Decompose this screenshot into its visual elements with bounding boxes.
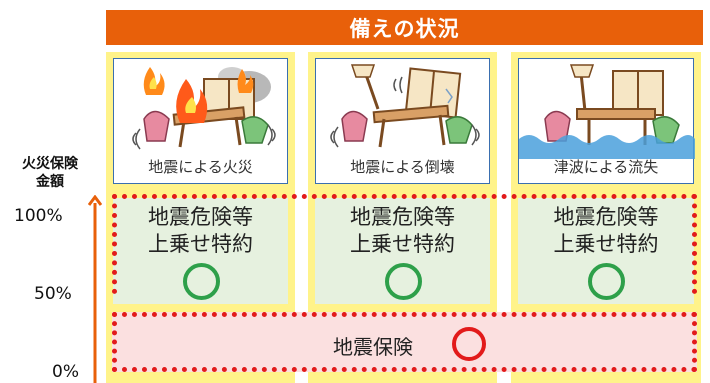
special-coverage-fire: 地震危険等 上乗せ特約 [113,198,288,304]
y-axis-label: 火災保険 金額 [10,155,90,191]
y-axis-label-line1: 火災保険 [22,156,78,172]
fire-furniture-icon [132,67,276,150]
tick-100: 100% [14,206,63,226]
y-axis-label-line2: 金額 [36,174,64,190]
flooded-furniture-icon [519,64,695,159]
earthquake-insurance-label: 地震保険 [333,335,413,359]
tick-50: 50% [34,284,72,304]
special-coverage-title: 地震危険等 上乗せ特約 [315,204,490,258]
covered-mark-icon [588,263,625,300]
covered-mark-red-icon [452,327,486,361]
special-title-line1: 地震危険等 [350,205,455,229]
special-coverage-outline [112,194,697,294]
tick-0: 0% [52,362,79,382]
scenario-label-tsunami: 津波による流失 [553,158,659,176]
special-title-line1: 地震危険等 [553,205,659,229]
earthquake-insurance-band: 地震保険 [112,312,697,372]
scenario-card-collapse: 地震による倒壊 [315,58,490,184]
special-coverage-collapse: 地震危険等 上乗せ特約 [315,198,490,304]
column-fire: 地震による火災 地震危険等 上乗せ特約 [106,52,295,383]
scenario-label-collapse: 地震による倒壊 [350,158,455,176]
special-coverage-title: 地震危険等 上乗せ特約 [113,204,288,258]
special-coverage-title: 地震危険等 上乗せ特約 [518,204,694,258]
special-title-line2: 上乗せ特約 [553,232,659,256]
y-axis-arrow [88,195,102,383]
scenario-label-fire: 地震による火災 [148,158,253,176]
collapsed-furniture-icon [330,64,480,148]
scenario-card-fire: 地震による火災 [113,58,288,184]
scenario-card-tsunami: 津波による流失 [518,58,695,184]
covered-mark-icon [182,263,220,300]
special-title-line2: 上乗せ特約 [350,232,455,256]
special-title-line2: 上乗せ特約 [148,232,253,256]
covered-mark-icon [384,263,422,300]
header-title: 備えの状況 [106,10,703,45]
special-coverage-tsunami: 地震危険等 上乗せ特約 [518,198,694,304]
special-title-line1: 地震危険等 [148,205,253,229]
